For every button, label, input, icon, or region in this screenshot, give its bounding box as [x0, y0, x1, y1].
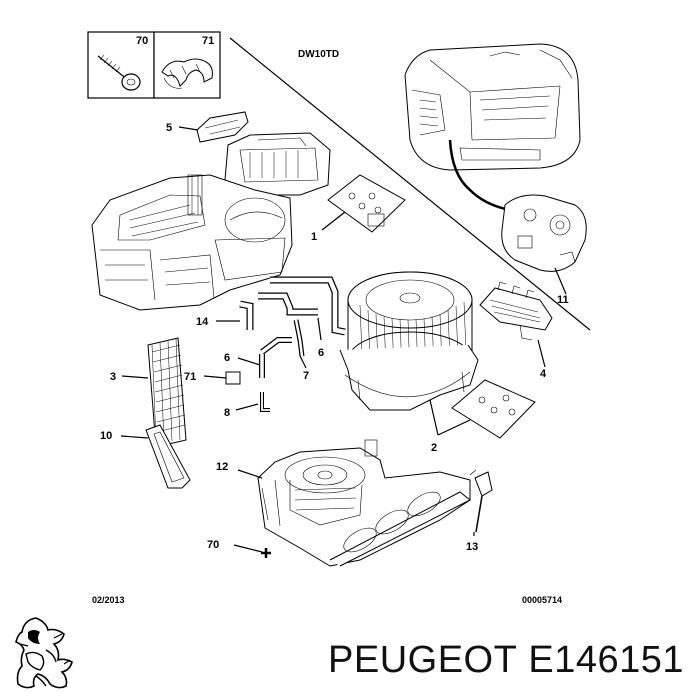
reference-code: 00005714: [522, 595, 562, 605]
engine-label: DW10TD: [298, 49, 339, 60]
callout-7: 7: [303, 370, 309, 382]
callout-12: 12: [216, 461, 228, 473]
screw-pack-1: [321, 174, 406, 233]
peugeot-lion-logo-icon: [15, 617, 73, 689]
callout-6b: 6: [318, 347, 324, 359]
legend-box-71-label: 71: [202, 35, 214, 47]
clip-icon: [161, 58, 213, 89]
callout-70: 70: [207, 539, 219, 551]
callout-2: 2: [431, 442, 437, 454]
legend-box-70: 70: [87, 31, 155, 99]
callout-1: 1: [311, 231, 317, 243]
actuator-motor: [501, 194, 587, 295]
callout-3: 3: [110, 371, 116, 383]
callout-10: 10: [100, 430, 112, 442]
callout-8: 8: [224, 407, 230, 419]
separator-line: [229, 37, 591, 331]
lower-blower-housing: [233, 439, 471, 567]
callout-11: 11: [557, 294, 569, 306]
hose-assembly: [203, 276, 346, 412]
callout-14: 14: [196, 316, 209, 328]
callout-13: 13: [466, 541, 478, 553]
callout-5: 5: [166, 122, 172, 134]
legend-box-70-label: 70: [136, 35, 148, 47]
callout-4: 4: [540, 368, 547, 380]
upper-heater-housing: [404, 43, 581, 212]
screw-pack-2: [429, 379, 536, 439]
brand-name: PEUGEOT: [328, 639, 518, 681]
brand-part-number: PEUGEOT E146151: [328, 632, 690, 688]
blower-motor: [339, 271, 479, 411]
callout-71: 71: [184, 371, 196, 383]
sensor-part-13: [469, 469, 493, 536]
cabin-filter: [121, 337, 187, 448]
main-heater-housing: [91, 174, 293, 311]
part-number: E146151: [528, 639, 685, 681]
callout-6a: 6: [224, 352, 230, 364]
seal-frame-10: [120, 424, 191, 489]
legend-box-71: 71: [153, 31, 221, 99]
screw-icon: [97, 54, 141, 91]
seal-part-5: [178, 111, 249, 143]
resistor-module: [479, 281, 553, 368]
date-code: 02/2013: [92, 595, 125, 605]
